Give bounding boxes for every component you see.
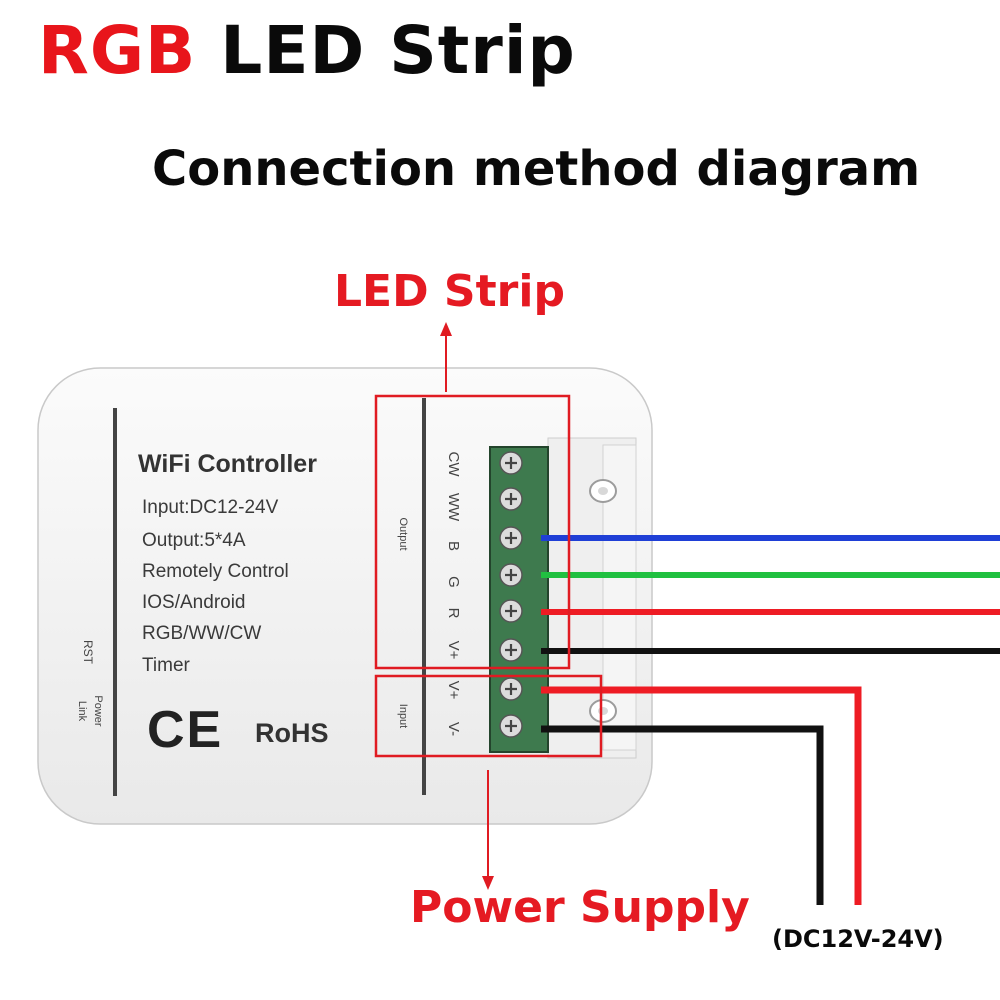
rst-label: RST bbox=[81, 640, 95, 664]
power-supply-label: Power Supply bbox=[410, 882, 750, 933]
link-label: Link bbox=[76, 700, 88, 722]
power-label: Power bbox=[92, 695, 104, 727]
controller-brand: WiFi Controller bbox=[138, 450, 317, 478]
input-group-label: Input bbox=[397, 703, 409, 729]
title-highlight: RGB bbox=[38, 12, 197, 89]
terminal-screws bbox=[499, 451, 523, 738]
output-group-label: Output bbox=[397, 517, 409, 551]
spec-channels: RGB/WW/CW bbox=[142, 623, 262, 644]
screw-hole-top-inner bbox=[598, 487, 608, 495]
arrow-down-icon bbox=[482, 876, 494, 890]
terminal-label-vminus: V- bbox=[445, 721, 462, 737]
terminal-label-ww: WW bbox=[445, 492, 462, 522]
terminal-label-r: R bbox=[445, 607, 462, 619]
spec-output: Output:5*4A bbox=[142, 530, 246, 551]
title-rest: LED Strip bbox=[220, 12, 576, 89]
input-wires bbox=[541, 686, 862, 905]
input-highlight-box bbox=[374, 674, 603, 758]
page-subtitle: Connection method diagram bbox=[152, 141, 921, 197]
spec-platform: IOS/Android bbox=[142, 592, 246, 613]
rohs-mark: RoHS bbox=[255, 718, 329, 748]
page-title: RGB LED Strip bbox=[38, 18, 576, 84]
wire-power-black bbox=[541, 725, 824, 905]
arrow-up-icon bbox=[440, 322, 452, 336]
led-strip-label: LED Strip bbox=[334, 266, 565, 317]
output-wires bbox=[541, 535, 1000, 654]
wire-power-red bbox=[541, 686, 862, 905]
output-highlight-box bbox=[374, 394, 571, 670]
ce-mark-icon: CE bbox=[147, 701, 224, 759]
terminal-label-vplus-in: V+ bbox=[445, 680, 462, 700]
screw-hole-bottom-inner bbox=[598, 707, 608, 715]
spec-timer: Timer bbox=[142, 655, 190, 676]
terminal-label-b: B bbox=[445, 540, 462, 551]
spec-remote: Remotely Control bbox=[142, 561, 289, 582]
terminal-label-cw: CW bbox=[445, 451, 462, 477]
voltage-label: (DC12V-24V) bbox=[772, 925, 944, 953]
terminal-label-vplus-out: V+ bbox=[445, 640, 462, 660]
spec-input: Input:DC12-24V bbox=[142, 497, 279, 518]
